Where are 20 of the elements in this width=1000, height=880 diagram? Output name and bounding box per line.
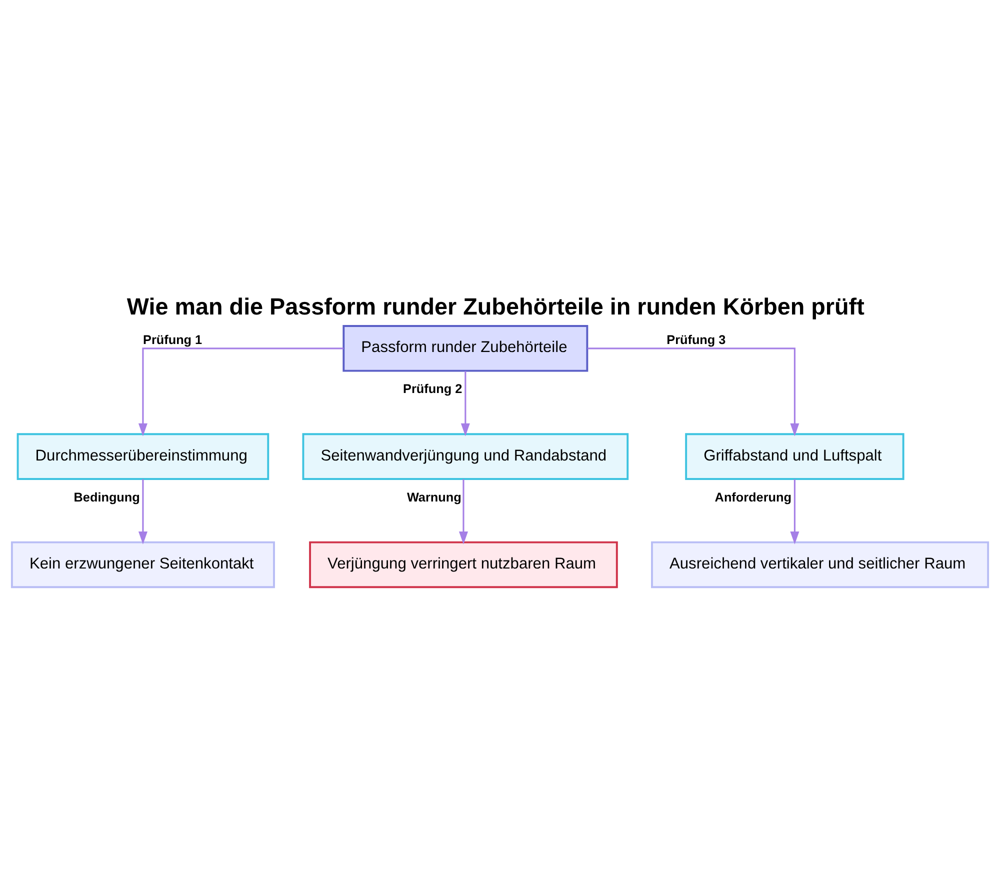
node-box: Durchmesserübereinstimmung [16, 433, 270, 480]
edge-label: Prüfung 2 [403, 382, 462, 396]
arrow [588, 348, 800, 436]
arrow [460, 371, 470, 436]
node-box: Ausreichend vertikaler und seitlicher Raum [651, 541, 990, 588]
node-box: Verjüngung verringert nutzbaren Raum [309, 541, 618, 588]
edge-label: Prüfung 1 [143, 332, 202, 347]
node-box: Seitenwandverjüngung und Randabstand [302, 433, 629, 480]
edge-label: Anforderung [714, 490, 792, 504]
diagram-title: Wie man die Passform runder Zubehörteile in runden Körben prüft [126, 294, 864, 320]
node-box: Passform runder Zubehörteile [342, 325, 588, 372]
edge-label: Prüfung 3 [666, 332, 726, 347]
arrow [458, 479, 468, 544]
arrow [138, 348, 344, 436]
edge-label: Bedingung [74, 490, 140, 504]
node-box: Kein erzwungener Seitenkontakt [10, 541, 275, 588]
edge-label: Warnung [406, 490, 462, 504]
arrow [790, 479, 800, 544]
arrow [138, 479, 148, 544]
node-box: Griffabstand und Luftspalt [685, 433, 904, 480]
